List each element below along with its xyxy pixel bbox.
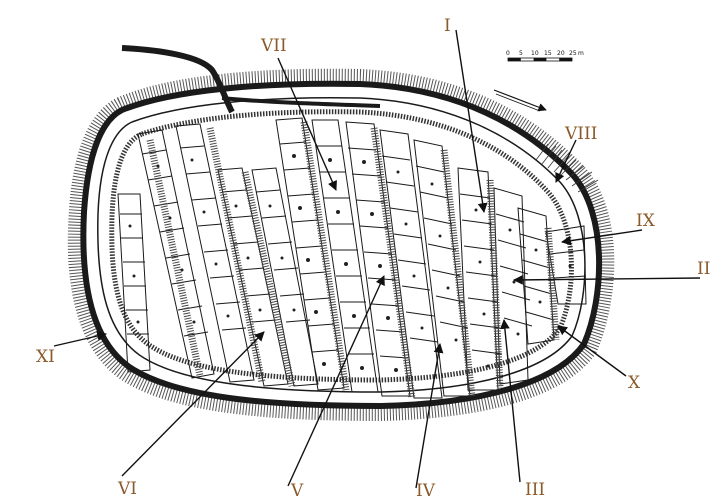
row-12 bbox=[493, 187, 533, 385]
north-arrow-icon bbox=[493, 89, 547, 112]
arrow-IX bbox=[561, 229, 643, 246]
row-9 bbox=[379, 129, 443, 399]
scale-tick-25: 25 bbox=[569, 50, 577, 57]
scale-tick-15: 15 bbox=[544, 50, 552, 57]
row-3 bbox=[175, 123, 255, 383]
arrow-III bbox=[499, 319, 521, 483]
scale-bar: 0 5 10 15 20 25 m bbox=[506, 50, 584, 62]
label-VII: VII bbox=[260, 36, 287, 56]
row-6 bbox=[275, 117, 345, 391]
arrow-VII bbox=[277, 57, 337, 191]
label-X: X bbox=[628, 373, 641, 393]
outer-rampart bbox=[80, 80, 603, 410]
arrow-V bbox=[287, 275, 385, 487]
house-rows bbox=[117, 117, 587, 399]
label-VI: VI bbox=[117, 479, 137, 499]
label-V: V bbox=[290, 481, 304, 500]
label-I: I bbox=[444, 16, 451, 36]
ring-road-outer-edge bbox=[97, 96, 586, 393]
zone-labels: I II III IV V VI VII VIII IX X XI bbox=[36, 16, 710, 500]
scale-tick-0: 0 bbox=[506, 50, 510, 57]
arrow-I bbox=[455, 29, 488, 213]
arrow-XI bbox=[53, 331, 107, 347]
arrow-X bbox=[557, 325, 627, 377]
leader-arrows bbox=[53, 29, 701, 489]
scale-unit: m bbox=[578, 50, 584, 57]
row-1 bbox=[117, 193, 151, 373]
row-7 bbox=[311, 119, 379, 393]
arrow-VI bbox=[121, 331, 265, 477]
scale-tick-5: 5 bbox=[519, 50, 523, 57]
label-II: II bbox=[697, 259, 710, 279]
scale-tick-20: 20 bbox=[557, 50, 565, 57]
label-IX: IX bbox=[636, 211, 656, 231]
streets bbox=[146, 121, 560, 399]
label-VIII: VIII bbox=[564, 124, 597, 144]
inner-rampart bbox=[109, 109, 574, 383]
outer-rampart-hatching bbox=[67, 68, 615, 422]
label-IV: IV bbox=[416, 481, 436, 500]
scale-tick-10: 10 bbox=[531, 50, 539, 57]
label-III: III bbox=[525, 480, 545, 500]
row-5 bbox=[251, 167, 319, 387]
hearths bbox=[128, 154, 572, 372]
arrow-VIII bbox=[555, 139, 577, 183]
arrow-II bbox=[513, 275, 701, 285]
label-XI: XI bbox=[36, 347, 55, 367]
row-8 bbox=[345, 121, 411, 397]
row-10 bbox=[413, 139, 471, 397]
arrow-IV bbox=[415, 343, 444, 489]
